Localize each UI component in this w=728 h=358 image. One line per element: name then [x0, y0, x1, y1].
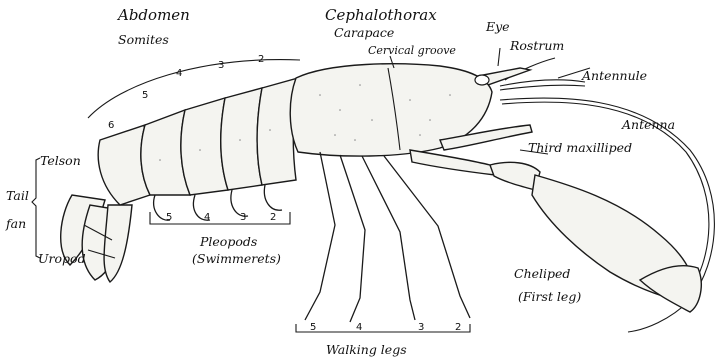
- label-first-leg: (First leg): [518, 289, 581, 304]
- somite-number-5: 5: [142, 90, 148, 101]
- somite-number-2: 2: [258, 54, 264, 65]
- label-swimmerets: (Swimmerets): [192, 251, 281, 266]
- label-uropod: Uropod: [38, 251, 86, 266]
- label-rostrum: Rostrum: [509, 38, 564, 53]
- walking-leg-number-2: 2: [455, 322, 461, 333]
- walking-leg-number-4: 4: [356, 322, 362, 333]
- label-carapace: Carapace: [334, 25, 394, 40]
- tail-fan: [61, 195, 132, 282]
- label-third-maxilliped: Third maxilliped: [528, 140, 632, 155]
- label-cheliped: Cheliped: [514, 266, 570, 281]
- label-abdomen: Abdomen: [116, 6, 190, 24]
- label-fan: fan: [5, 216, 26, 231]
- walking-leg-number-5: 5: [310, 322, 316, 333]
- label-tail: Tail: [6, 188, 29, 203]
- label-antennule: Antennule: [581, 68, 647, 83]
- pleopod-number-4: 4: [204, 212, 210, 223]
- cheliped-shape: [410, 150, 701, 312]
- somite-number-6: 6: [108, 120, 114, 131]
- somite-number-4: 4: [176, 68, 182, 79]
- label-telson: Telson: [40, 153, 81, 168]
- label-walking-legs: Walking legs: [326, 342, 407, 357]
- label-cephalothorax: Cephalothorax: [325, 6, 437, 24]
- eye-shape: [475, 75, 489, 85]
- somite-number-3: 3: [218, 60, 224, 71]
- label-eye: Eye: [485, 19, 510, 34]
- pleopod-number-2: 2: [270, 212, 276, 223]
- pleopod-number-5: 5: [166, 212, 172, 223]
- label-somites: Somites: [118, 32, 169, 47]
- label-cervical-groove: Cervical groove: [368, 44, 456, 57]
- walking-legs: [305, 152, 470, 322]
- abdomen-body: [98, 78, 298, 205]
- label-pleopods: Pleopods: [199, 234, 257, 249]
- walking-leg-number-3: 3: [418, 322, 424, 333]
- label-antenna: Antenna: [621, 117, 675, 132]
- pleopod-number-3: 3: [240, 212, 246, 223]
